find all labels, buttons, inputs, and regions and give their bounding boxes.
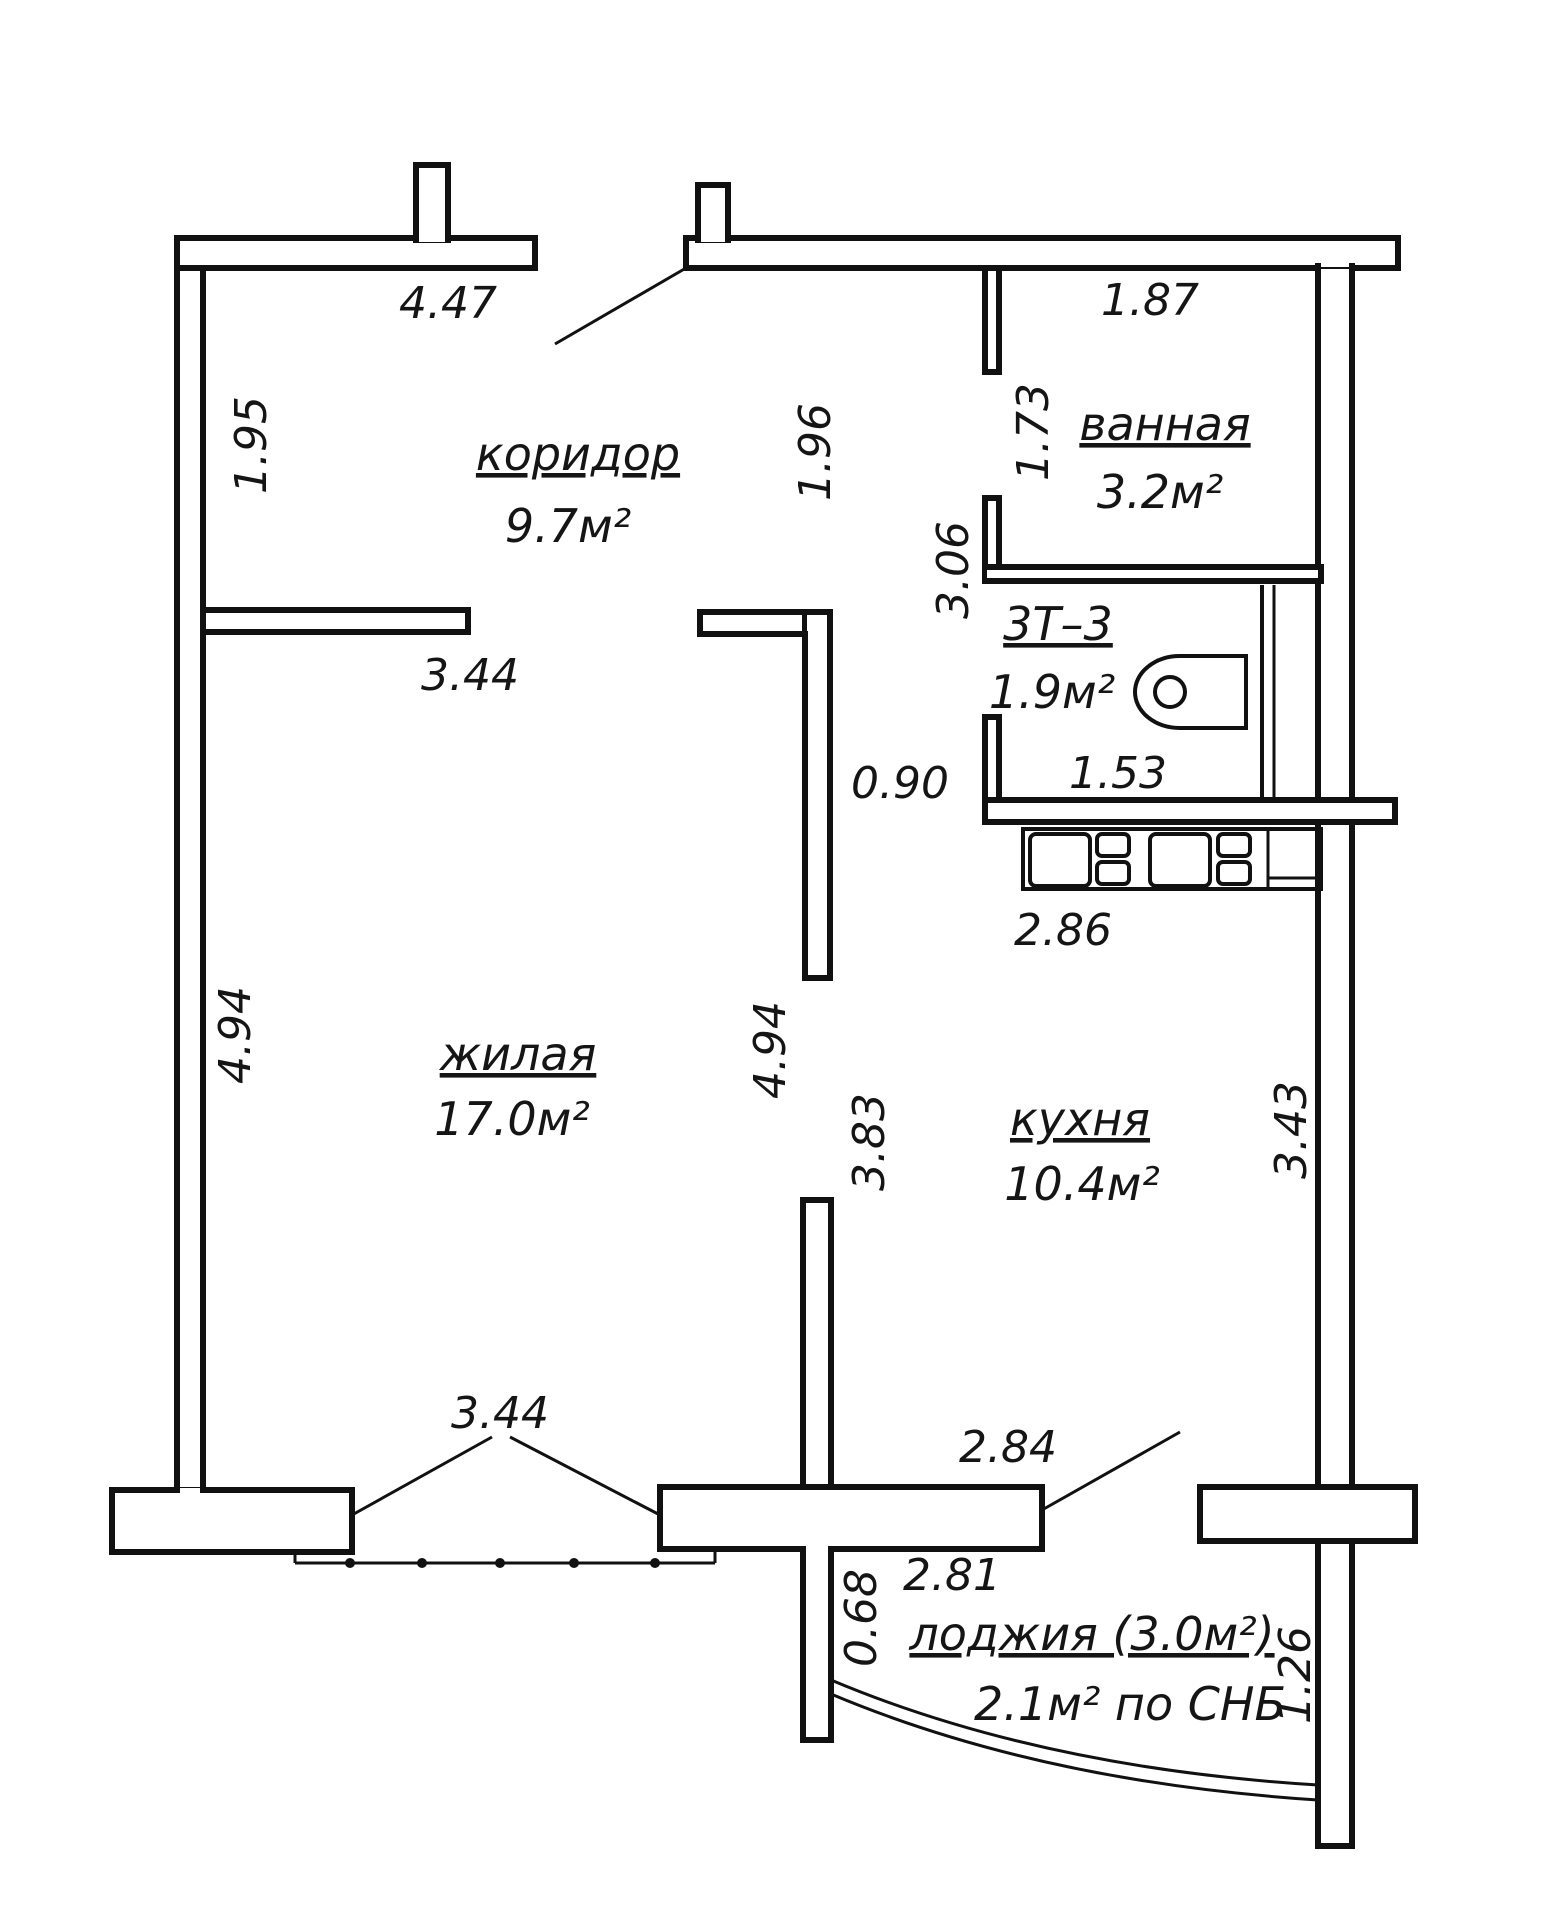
room-area-corridor: 9.7м² <box>505 499 631 553</box>
dim-living-bottom: 3.44 <box>451 1388 549 1439</box>
dim-wc-left: 3.06 <box>928 521 979 619</box>
room-area-kitchen: 10.4м² <box>1004 1157 1160 1211</box>
stove-icon <box>1021 827 1323 891</box>
dim-kitchen-left: 3.83 <box>844 1093 895 1191</box>
window-dot <box>495 1558 505 1568</box>
wall-top-stub-left <box>413 162 451 243</box>
dim-kitchen-right: 3.43 <box>1266 1081 1317 1179</box>
loggia-glazing-inner <box>830 1692 1319 1802</box>
window-dot <box>650 1558 660 1568</box>
room-labels: коридор 9.7м² ванная 3.2м² 3Т–3 1.9м² жи… <box>434 397 1286 1731</box>
dimension-labels: 4.47 3.44 1.87 1.53 0.90 2.86 3.44 2.84 … <box>210 275 1321 1724</box>
wall-living-kitchen-upper <box>802 609 833 981</box>
dim-wc-bottom: 1.53 <box>1069 748 1167 799</box>
wall-living-bottom-left <box>109 1487 355 1555</box>
room-name-kitchen: кухня <box>1010 1092 1150 1146</box>
dim-living-right: 4.94 <box>745 1001 796 1099</box>
room-area-wc: 1.9м² <box>989 665 1115 719</box>
room-name-loggia: лоджия (3.0м²) <box>908 1607 1274 1661</box>
dim-bath-top: 1.87 <box>1101 275 1199 326</box>
dim-corridor-bottom: 3.44 <box>421 650 519 701</box>
dim-loggia-left: 0.68 <box>836 1569 887 1667</box>
wall-top-right <box>683 235 1401 271</box>
wall-top-stub-right <box>695 182 731 243</box>
room-name-wc: 3Т–3 <box>1003 597 1113 651</box>
dim-passage: 0.90 <box>851 758 949 809</box>
window-dot <box>345 1558 355 1568</box>
room-area-loggia: 2.1м² по СНБ <box>974 1677 1286 1731</box>
fixtures <box>1021 585 1323 891</box>
wall-wc-bottom <box>982 797 1398 825</box>
dim-loggia-top: 2.81 <box>903 1550 1001 1601</box>
toilet-icon <box>1133 654 1248 730</box>
wall-corridor-living-left <box>200 607 471 635</box>
room-name-bathroom: ванная <box>1079 397 1250 451</box>
wall-outer-left <box>174 235 206 1507</box>
window-dot <box>417 1558 427 1568</box>
entrance-door-leaf <box>554 266 687 346</box>
wall-bath-bottom <box>982 564 1324 584</box>
wall-living-kitchen-lower <box>800 1197 834 1743</box>
dim-corridor-left: 1.95 <box>226 396 277 494</box>
room-name-corridor: коридор <box>476 427 680 481</box>
loggia-door-leaf <box>1041 1430 1181 1512</box>
dim-kitchen-top: 2.86 <box>1014 905 1112 956</box>
balcony-door-leaf-right <box>509 1435 661 1517</box>
wall-outer-right <box>1315 263 1355 1849</box>
dim-loggia-right: 1.26 <box>1270 1626 1321 1724</box>
dim-kitchen-bottom: 2.84 <box>959 1422 1057 1473</box>
dim-corridor-top: 4.47 <box>399 278 497 329</box>
wall-wc-left <box>982 714 1002 810</box>
walls <box>109 162 1418 1849</box>
room-area-living: 17.0м² <box>434 1092 590 1146</box>
wall-top-left <box>174 235 538 271</box>
wall-kitchen-bottom-right <box>1197 1484 1418 1544</box>
balcony-door-leaf-left <box>351 1435 493 1517</box>
dim-bath-left: 1.73 <box>1008 383 1059 481</box>
loggia-glazing-outer <box>830 1678 1319 1787</box>
openings <box>293 266 1319 1802</box>
wall-bath-left-upper <box>982 265 1002 375</box>
window-dot <box>569 1558 579 1568</box>
wall-living-bottom-right <box>657 1484 1045 1552</box>
room-area-bathroom: 3.2м² <box>1097 465 1223 519</box>
dim-living-left: 4.94 <box>210 986 261 1084</box>
wall-joints <box>180 236 1349 1553</box>
room-name-living: жилая <box>439 1027 597 1081</box>
dim-corridor-right: 1.96 <box>790 403 841 501</box>
